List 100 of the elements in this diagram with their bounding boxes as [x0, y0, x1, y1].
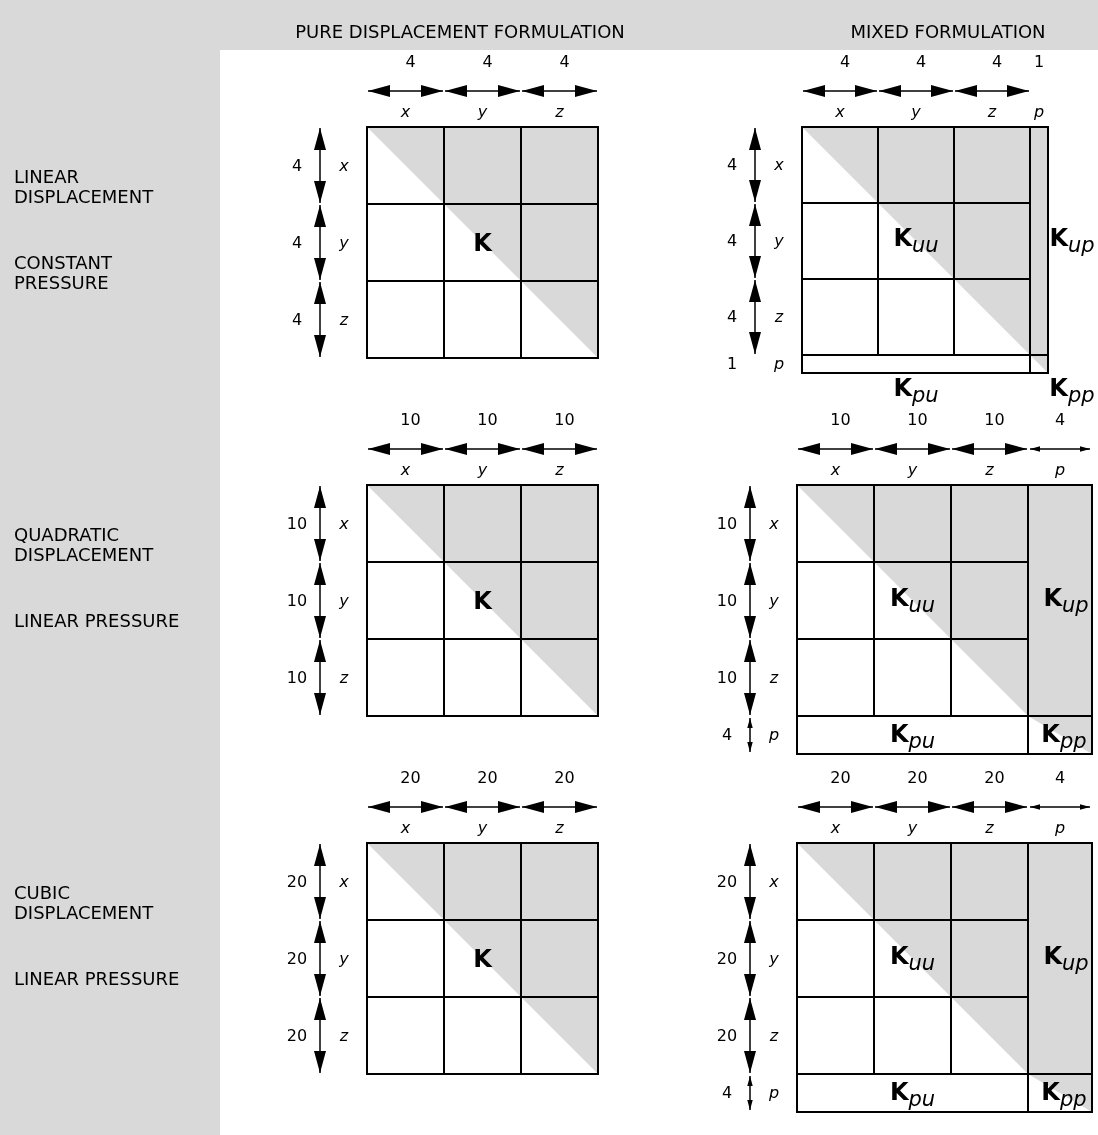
- dimension-value: 20: [984, 769, 1005, 787]
- row-heading: LINEAR PRESSURE: [14, 969, 181, 989]
- axis-variable: z: [985, 461, 994, 479]
- row-heading: LINEAR PRESSURE: [14, 611, 181, 631]
- matrix-label: K$_{pu}$: [889, 1079, 936, 1111]
- dimension-value: 20: [400, 769, 421, 787]
- dimension-value: 20: [477, 769, 498, 787]
- axis-variable: y: [769, 591, 779, 610]
- axis-variable: z: [555, 819, 564, 837]
- axis-variable: x: [400, 819, 411, 837]
- row-heading: CUBIC DISPLACEMENT: [14, 883, 155, 923]
- axis-variable: y: [911, 103, 921, 121]
- dimension-value: 20: [286, 872, 308, 891]
- dimension-value: 4: [721, 1084, 733, 1102]
- dimension-value: 4: [291, 310, 303, 329]
- axis-variable: z: [985, 819, 994, 837]
- axis-variable: y: [339, 233, 349, 252]
- dimension-value: 10: [716, 668, 738, 687]
- axis-variable: x: [769, 872, 779, 891]
- column-heading: MIXED FORMULATION: [850, 22, 1046, 42]
- axis-variable: x: [835, 103, 845, 121]
- matrix-label: K: [473, 229, 492, 256]
- dimension-value: 1: [726, 355, 738, 373]
- axis-variable: y: [477, 819, 488, 837]
- axis-variable: p: [773, 355, 785, 373]
- dimension-value: 10: [400, 411, 421, 429]
- axis-variable: x: [400, 461, 411, 479]
- dimension-value: 4: [721, 726, 733, 744]
- matrix-label: K$_{uu}$: [889, 942, 936, 975]
- axis-variable: x: [339, 514, 349, 533]
- dimension-value: 4: [839, 53, 851, 71]
- matrix-label: K$_{pp}$: [1041, 721, 1087, 753]
- dimension-value: 4: [405, 53, 416, 71]
- dimension-value: 10: [830, 411, 851, 429]
- dimension-value: 20: [716, 872, 738, 891]
- dimension-value: 10: [907, 411, 928, 429]
- axis-variable: p: [1054, 819, 1066, 837]
- matrix-label: K$_{up}$: [1049, 225, 1095, 257]
- matrix-label: K$_{pp}$: [1049, 375, 1095, 407]
- axis-variable: z: [339, 668, 349, 687]
- dimension-value: 4: [915, 53, 927, 71]
- dimension-value: 4: [291, 156, 303, 175]
- dimension-value: 4: [726, 156, 738, 174]
- axis-variable: y: [907, 461, 918, 479]
- matrix-label: K: [473, 587, 492, 614]
- axis-variable: x: [830, 819, 841, 837]
- dimension-value: 20: [907, 769, 928, 787]
- axis-variable: y: [477, 461, 488, 479]
- column-heading: PURE DISPLACEMENT FORMULATION: [295, 22, 625, 42]
- axis-variable: y: [339, 949, 349, 968]
- dimension-value: 20: [286, 949, 308, 968]
- matrix-label: K: [473, 945, 492, 972]
- axis-variable: p: [1033, 103, 1045, 121]
- dimension-value: 10: [984, 411, 1005, 429]
- dimension-value: 10: [716, 514, 738, 533]
- dimension-value: 4: [991, 53, 1003, 71]
- axis-variable: y: [774, 232, 784, 250]
- axis-variable: z: [769, 668, 779, 687]
- axis-variable: y: [769, 949, 779, 968]
- axis-variable: y: [907, 819, 918, 837]
- axis-variable: z: [769, 1026, 779, 1045]
- axis-variable: y: [477, 103, 488, 121]
- axis-variable: z: [555, 461, 564, 479]
- axis-variable: z: [774, 308, 784, 326]
- axis-variable: p: [768, 1084, 780, 1102]
- dimension-value: 10: [286, 668, 308, 687]
- matrix-label: K$_{uu}$: [893, 225, 939, 257]
- dimension-value: 10: [286, 591, 308, 610]
- row-heading: LINEAR DISPLACEMENT: [14, 167, 155, 207]
- dimension-value: 10: [716, 591, 738, 610]
- axis-variable: x: [830, 461, 841, 479]
- row-heading: QUADRATIC DISPLACEMENT: [14, 525, 155, 565]
- matrix-label: K$_{up}$: [1043, 584, 1089, 617]
- axis-variable: z: [555, 103, 564, 121]
- matrix-label: K$_{uu}$: [889, 584, 936, 617]
- axis-variable: x: [774, 156, 784, 174]
- axis-variable: x: [339, 872, 349, 891]
- axis-variable: z: [987, 103, 997, 121]
- dimension-value: 10: [477, 411, 498, 429]
- dimension-value: 20: [830, 769, 851, 787]
- axis-variable: x: [339, 156, 349, 175]
- axis-variable: z: [339, 1026, 349, 1045]
- axis-variable: z: [339, 310, 349, 329]
- dimension-value: 4: [1054, 411, 1066, 429]
- dimension-value: 20: [554, 769, 575, 787]
- dimension-value: 1: [1033, 53, 1045, 71]
- dimension-value: 10: [554, 411, 575, 429]
- matrix-label: K$_{pu}$: [893, 375, 939, 407]
- dimension-value: 4: [559, 53, 570, 71]
- axis-variable: p: [1054, 461, 1066, 479]
- dimension-value: 20: [286, 1026, 308, 1045]
- dimension-value: 4: [726, 308, 738, 326]
- dimension-value: 4: [291, 233, 303, 252]
- dimension-value: 4: [482, 53, 493, 71]
- matrix-label: K$_{up}$: [1043, 942, 1089, 975]
- matrix-label: K$_{pu}$: [889, 721, 936, 753]
- axis-variable: y: [339, 591, 349, 610]
- row-heading: CONSTANT PRESSURE: [14, 253, 113, 293]
- matrix-label: K$_{pp}$: [1041, 1079, 1087, 1111]
- dimension-value: 20: [716, 949, 738, 968]
